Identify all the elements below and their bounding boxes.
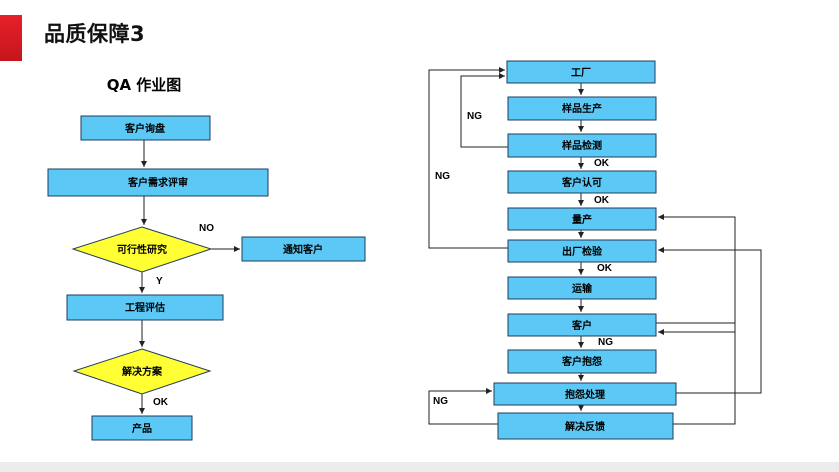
node-customer-complaint: 客户抱怨 (507, 349, 657, 374)
label-ng-complaint: NG (433, 396, 448, 407)
svg-text:客户: 客户 (571, 319, 592, 332)
label-ng-sample: NG (467, 111, 482, 122)
label-ok: OK (153, 397, 169, 408)
edge-ng-inspection-factory (460, 73, 508, 148)
node-outgoing-inspection: 出厂检验 (507, 239, 657, 263)
svg-text:运输: 运输 (572, 282, 593, 295)
label-no: NO (199, 223, 214, 234)
title-accent-bar (0, 15, 22, 61)
svg-text:解决方案: 解决方案 (122, 365, 163, 378)
node-factory: 工厂 (506, 60, 656, 84)
svg-text:可行性研究: 可行性研究 (117, 243, 167, 256)
svg-text:量产: 量产 (572, 213, 592, 226)
svg-text:出厂检验: 出厂检验 (562, 245, 603, 258)
svg-text:产品: 产品 (132, 422, 152, 435)
node-complaint-handling: 抱怨处理 (493, 382, 677, 406)
qa-chart-title: QA 作业图 (107, 76, 182, 94)
label-ok-sample: OK (594, 158, 610, 169)
node-transport: 运输 (507, 276, 657, 300)
node-notify-customer: 通知客户 (241, 236, 366, 262)
node-customer: 客户 (507, 313, 657, 337)
node-sample-inspection: 样品检测 (507, 133, 657, 158)
label-ng-outgoing: NG (435, 171, 450, 182)
node-customer-inquiry: 客户询盘 (80, 115, 211, 141)
svg-text:客户抱怨: 客户抱怨 (561, 355, 602, 368)
node-feasibility-study: 可行性研究 (71, 226, 213, 273)
label-ok-approval: OK (594, 195, 610, 206)
edge-ng-feedback-handling (428, 388, 498, 425)
label-ok-outgoing: OK (597, 263, 613, 274)
edge-feedback-mass (658, 214, 736, 425)
svg-text:通知客户: 通知客户 (283, 243, 323, 256)
svg-text:客户认可: 客户认可 (561, 176, 602, 189)
label-ng-customer: NG (598, 337, 613, 348)
edge-ng-outgoing-factory (428, 67, 508, 249)
node-sample-production: 样品生产 (507, 96, 657, 121)
node-mass-production: 量产 (507, 207, 657, 231)
svg-text:客户询盘: 客户询盘 (124, 122, 165, 135)
svg-text:样品检测: 样品检测 (562, 139, 602, 152)
edge-handling-outgoing (658, 247, 762, 394)
svg-text:工程评估: 工程评估 (125, 301, 165, 314)
node-requirement-review: 客户需求评审 (47, 168, 269, 197)
node-solution-feedback: 解决反馈 (497, 412, 674, 440)
svg-text:客户需求评审: 客户需求评审 (127, 176, 188, 189)
node-solution: 解决方案 (72, 348, 212, 395)
svg-text:工厂: 工厂 (571, 67, 591, 79)
node-engineering-evaluation: 工程评估 (66, 294, 224, 321)
svg-text:样品生产: 样品生产 (562, 102, 602, 115)
node-product: 产品 (91, 415, 193, 441)
page-title: 品质保障3 (44, 22, 146, 46)
footer-band (0, 462, 839, 472)
svg-text:解决反馈: 解决反馈 (565, 420, 605, 433)
svg-text:抱怨处理: 抱怨处理 (565, 388, 605, 401)
node-customer-approval: 客户认可 (507, 170, 657, 194)
label-yes: Y (156, 276, 163, 287)
